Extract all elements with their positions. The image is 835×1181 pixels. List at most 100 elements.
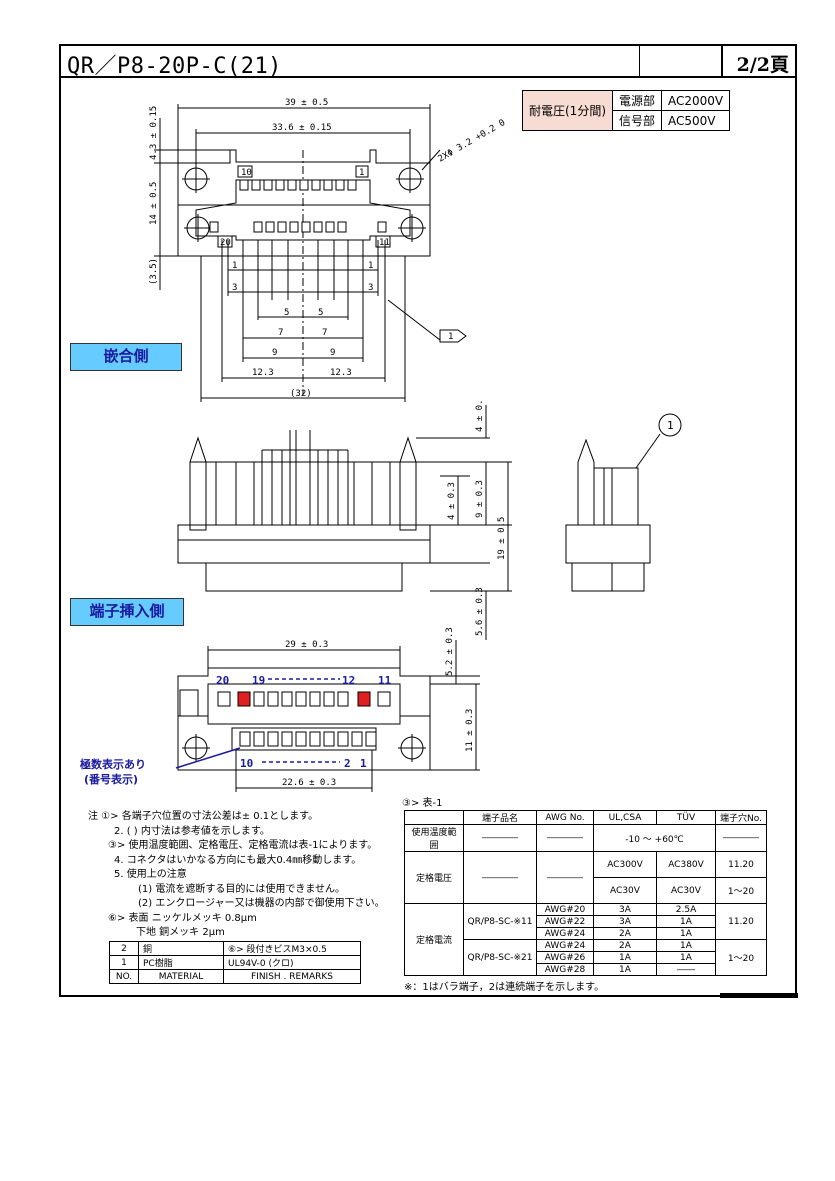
- title-divider: [721, 46, 723, 76]
- t1-dash: ――――: [536, 851, 594, 904]
- polarity-note: (番号表示): [84, 773, 139, 786]
- dim-text: 11 ± 0.3: [465, 709, 475, 752]
- dim-text: 9 ± 0.3: [475, 480, 485, 518]
- t1-cell: 1A: [656, 939, 716, 952]
- note-line: 2. ( ) 内寸法は参考値を示します。: [114, 825, 270, 837]
- t1-dash: ――――: [463, 824, 537, 852]
- dim-text: 10: [241, 168, 252, 178]
- dim-text: 3: [368, 283, 373, 293]
- t1-voltage-label: 定格電圧: [404, 851, 464, 904]
- dim-text: 1: [368, 261, 373, 271]
- t1-cell: 1～20: [715, 939, 767, 976]
- title-bar: QR／P8-20P-C(21) 2/2頁: [59, 44, 797, 79]
- side-view-pins: [215, 430, 391, 526]
- note-line: (2) エンクロージャー又は機器の内部で御使用下さい。: [138, 898, 385, 909]
- t1-cell: AC30V: [593, 877, 657, 904]
- dim-text: 22.6 ± 0.3: [282, 778, 336, 788]
- page-number: 2/2頁: [736, 54, 789, 76]
- t1-current-label: 定格電流: [404, 903, 464, 976]
- t1-cell: AWG#28: [536, 963, 594, 976]
- note-line: 注 ①> 各端子穴位置の寸法公差は± 0.1とします。: [88, 811, 319, 822]
- t1-cell: AC380V: [656, 851, 716, 878]
- t1-cell: 1～20: [715, 877, 767, 904]
- t1-cell: AC30V: [656, 877, 716, 904]
- t1-cell: 2A: [593, 939, 657, 952]
- t1-cell: 1A: [656, 951, 716, 964]
- dim-text: 4.3 ± 0.15: [149, 106, 159, 160]
- dim-text: 3: [232, 283, 237, 293]
- mat-header-finish: FINISH . REMARKS: [223, 969, 361, 984]
- dim-text: 14 ± 0.5: [149, 182, 159, 225]
- dim-text: 29 ± 0.3: [285, 640, 328, 650]
- dim-text: 9: [330, 348, 335, 358]
- note-line: ③> 使用温度範囲、定格電圧、定格電流は表-1によります。: [108, 840, 378, 851]
- t1-header: AWG No.: [536, 810, 594, 825]
- t1-dash: ――――: [463, 851, 537, 904]
- insertion-side-banner: 端子挿入側: [70, 598, 184, 626]
- dim-text: 20: [220, 238, 231, 248]
- dim-text: 12.3: [252, 368, 274, 378]
- pin-number: 1: [360, 757, 367, 770]
- notes-block: 注 ①> 各端子穴位置の寸法公差は± 0.1とします。 2. ( ) 内寸法は参…: [88, 810, 385, 941]
- mat-no: 1: [109, 955, 139, 970]
- title-divider: [639, 46, 640, 76]
- t1-dash: ――――: [536, 824, 594, 852]
- note-line: 5. 使用上の注意: [114, 869, 187, 880]
- voltage-value: AC500V: [661, 110, 731, 131]
- dim-text: 11: [379, 238, 390, 248]
- dim-text: 4 ± 0.3: [447, 482, 457, 520]
- pin-number: 2: [344, 757, 351, 770]
- voltage-label: 耐電圧(1分間): [522, 90, 613, 131]
- dim-text: (32): [290, 389, 312, 399]
- rating-table: 端子品名 AWG No. UL,CSA TÜV 端子穴No. 使用温度範囲 ――…: [404, 810, 767, 976]
- t1-temp-label: 使用温度範囲: [404, 824, 464, 852]
- dim-text: 5: [318, 308, 323, 318]
- dim-text: 39 ± 0.5: [285, 98, 328, 108]
- t1-cell: 11.20: [715, 903, 767, 940]
- mat-no: 2: [109, 941, 139, 956]
- mating-side-banner: 嵌合側: [70, 343, 182, 371]
- polarity-note: 極数表示あり: [80, 758, 146, 771]
- dim-text: 33.6 ± 0.15: [272, 123, 332, 133]
- t1-cell: AWG#24: [536, 927, 594, 940]
- dim-text: 1: [232, 261, 237, 271]
- t1-cell: 2.5A: [656, 903, 716, 916]
- t1-cell: 3A: [593, 903, 657, 916]
- t1-dash: ――――: [715, 824, 767, 852]
- mat-material: 銅: [138, 941, 224, 956]
- top-pin-row: [209, 179, 387, 233]
- t1-cell: 1A: [593, 951, 657, 964]
- table1-footnote: ※：1はバラ端子，2は連続端子を示します。: [404, 982, 605, 993]
- pin-number: 20: [216, 674, 229, 687]
- dim-text: 7: [322, 328, 327, 338]
- table1-label: ③> 表-1: [402, 798, 443, 809]
- dim-text: 9: [272, 348, 277, 358]
- note-line: 4. コネクタはいかなる方向にも最大0.4㎜移動します。: [114, 854, 362, 866]
- dim-text: (3.5): [149, 258, 159, 285]
- withstand-voltage-table: 耐電圧(1分間) 電源部 AC2000V 信号部 AC500V: [522, 90, 731, 131]
- dim-text: 7: [278, 328, 283, 338]
- voltage-part: 信号部: [611, 110, 663, 131]
- bottom-pin-row: [217, 691, 391, 747]
- flag-text: 1: [448, 332, 453, 342]
- t1-cell: 1A: [656, 927, 716, 940]
- t1-group-name: QR/P8-SC-※11: [463, 903, 537, 940]
- pin-number: 12: [342, 674, 355, 687]
- drawing-title: QR／P8-20P-C(21): [67, 54, 282, 79]
- t1-cell: 2A: [593, 927, 657, 940]
- t1-cell: AWG#22: [536, 915, 594, 928]
- mat-finish: ⑥> 段付きビスM3×0.5: [223, 941, 361, 956]
- t1-header: 端子穴No.: [715, 810, 767, 825]
- t1-header: TÜV: [656, 810, 716, 825]
- bottom-bar: [720, 993, 798, 998]
- pin-number: 10: [240, 757, 253, 770]
- pin-number: 11: [378, 674, 392, 687]
- mat-finish: UL94V-0 (クロ): [223, 955, 361, 970]
- mat-material: PC樹脂: [138, 955, 224, 970]
- dim-text: 5.2 ± 0.3: [445, 627, 455, 676]
- t1-cell: 3A: [593, 915, 657, 928]
- t1-cell: AWG#20: [536, 903, 594, 916]
- t1-cell: ――: [656, 963, 716, 976]
- t1-cell: 1A: [593, 963, 657, 976]
- dim-text: 5.6 ± 0.3: [475, 587, 485, 636]
